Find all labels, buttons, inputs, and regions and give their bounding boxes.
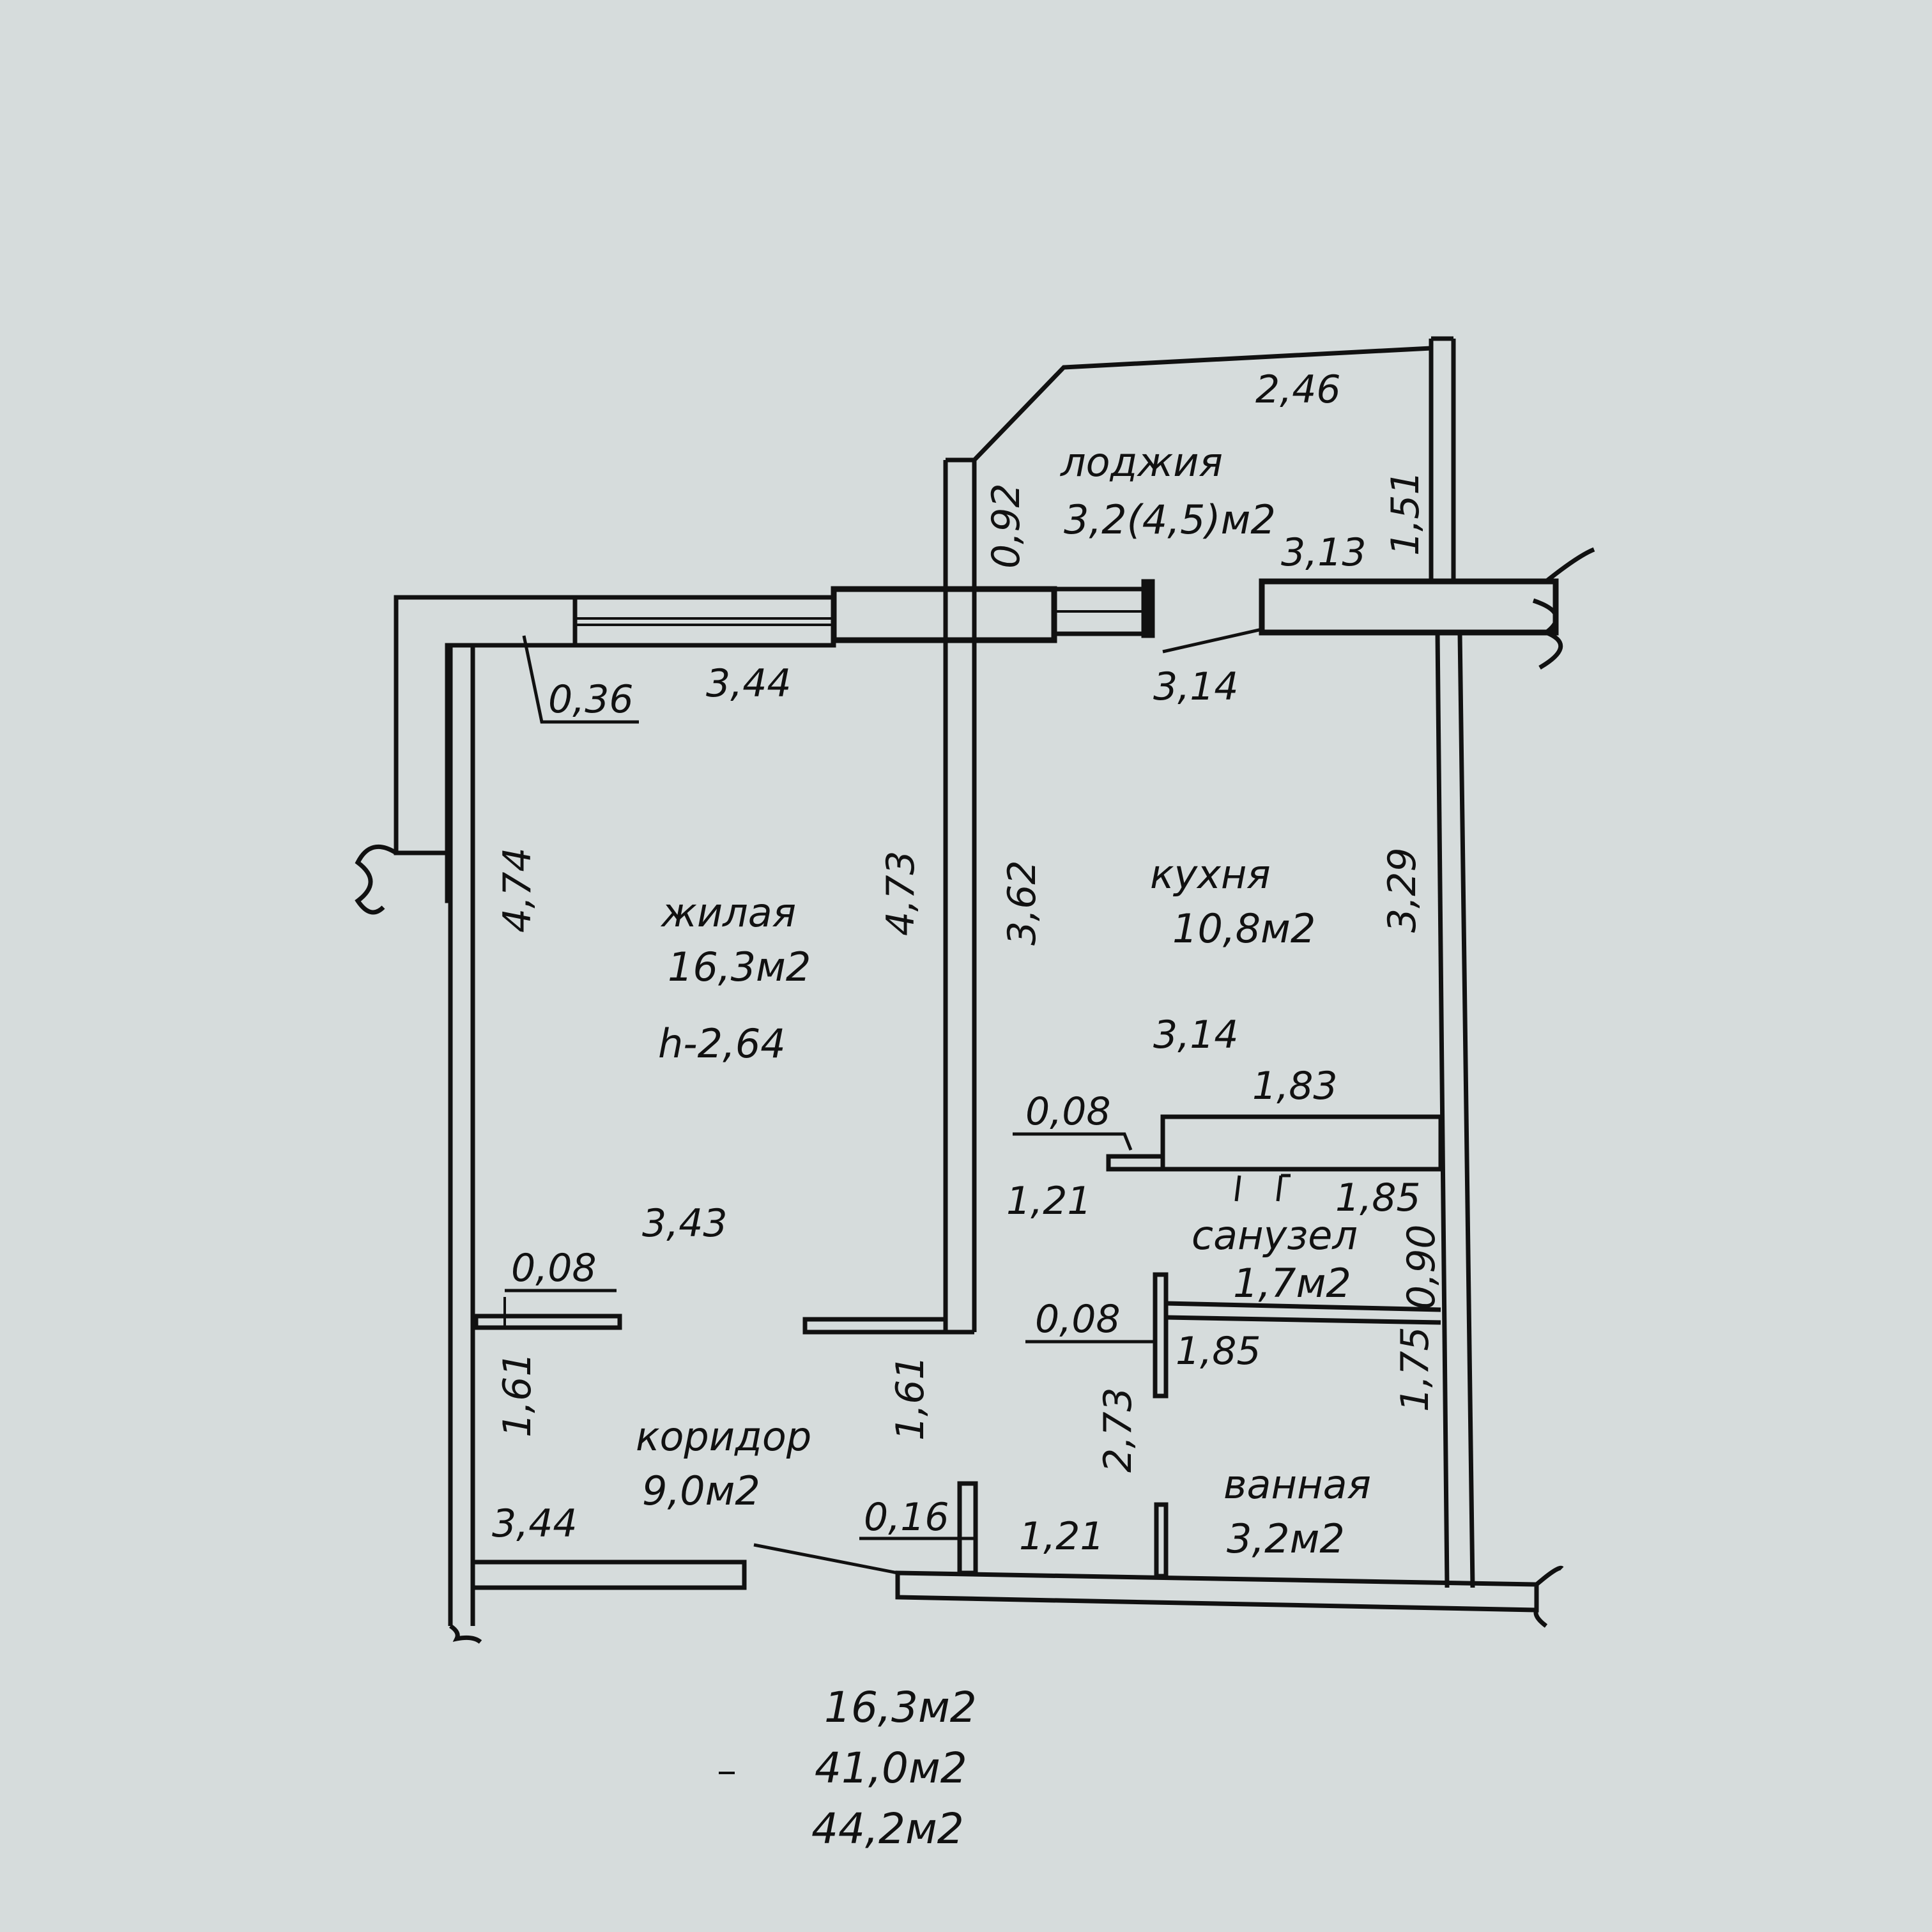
dim-loggia-right: 1,51 [1383, 470, 1428, 556]
walls [355, 336, 1595, 1644]
partition-wc-bath-a [1165, 1301, 1441, 1312]
partition-living-bottom [473, 1314, 622, 1330]
loggia-outline [972, 346, 1432, 462]
dim-loggia-top: 2,46 [1255, 367, 1341, 412]
dim-bath-top: 1,85 [1176, 1329, 1261, 1374]
outer-wall-top-left [394, 595, 575, 903]
bath-door-post-right [1154, 1502, 1169, 1579]
partition-wc-top [1160, 1114, 1443, 1172]
dim-wc-top: 1,83 [1252, 1064, 1338, 1108]
total-area: 41,0м2 [815, 1744, 967, 1793]
bath-bottom-wall [895, 1570, 1539, 1613]
wall-break-right-top [1532, 547, 1595, 670]
dim-corridor-left: 1,61 [495, 1352, 540, 1438]
wall-break-right-bottom [1533, 1565, 1564, 1628]
room-name-bath: ванная [1223, 1461, 1371, 1508]
living-door-stub [802, 1317, 974, 1335]
wall-right-b [1457, 632, 1475, 1588]
wall-break-left [355, 844, 397, 915]
total-living-area: 16,3м2 [824, 1683, 977, 1732]
wall-break-left-bottom [448, 1624, 482, 1644]
total-area-with-loggia: 44,2м2 [811, 1804, 964, 1853]
dim-loggia-bottom: 3,13 [1281, 530, 1367, 575]
room-name-corridor: коридор [636, 1413, 811, 1460]
room-area-bath: 3,2м2 [1227, 1515, 1345, 1562]
room-area-loggia: 3,2(4,5)м2 [1064, 496, 1276, 543]
dim-wc-left: 1,21 [1006, 1179, 1092, 1223]
room-name-loggia: лоджия [1060, 439, 1223, 486]
dim-kitchen-right: 3,29 [1380, 847, 1425, 933]
dim-loggia-left: 0,92 [984, 483, 1029, 569]
partition-wc-bath-b [1165, 1315, 1441, 1325]
dim-living-top: 3,44 [706, 661, 792, 706]
dim-corridor-bottom: 3,44 [492, 1501, 578, 1546]
room-name-kitchen: кухня [1150, 851, 1271, 898]
dim-kitchen-bottom: 3,14 [1153, 1013, 1239, 1057]
wall-right-a [1435, 632, 1450, 1588]
dim-living-right: 4,73 [878, 850, 923, 936]
dim-living-bottom: 3,43 [642, 1201, 728, 1246]
room-name-wc: санузел [1192, 1212, 1358, 1259]
dim-bath-left: 2,73 [1096, 1387, 1140, 1473]
outer-wall-top-left-inner [445, 643, 575, 853]
room-height-living: h-2,64 [658, 1020, 786, 1067]
dim-partition-living: 0,08 [511, 1246, 597, 1291]
dim-bath-door: 1,21 [1019, 1514, 1105, 1559]
dim-partition-wc-top: 0,08 [1025, 1089, 1111, 1134]
room-name-living: жилая [660, 889, 796, 936]
room-labels: лоджия 3,2(4,5)м2 жилая 16,3м2 h-2,64 ку… [636, 439, 1371, 1562]
leader-lines [505, 627, 1262, 1540]
dim-kitchen-left: 3,62 [1000, 860, 1045, 946]
room-area-corridor: 9,0м2 [642, 1468, 760, 1514]
dim-wc-height: 0,90 [1399, 1224, 1444, 1310]
area-totals: 16,3м2 41,0м2 44,2м2 [719, 1683, 977, 1853]
bath-door-jamb [1153, 1272, 1169, 1399]
bath-door-post-left [957, 1481, 978, 1575]
dim-bath-right: 1,75 [1393, 1326, 1438, 1412]
dimension-labels: 2,46 0,92 1,51 3,13 0,36 3,44 3,14 4,74 … [492, 367, 1444, 1559]
wall-top-right [1259, 578, 1559, 636]
dim-living-left: 4,74 [495, 847, 540, 933]
room-area-wc: 1,7м2 [1233, 1260, 1351, 1307]
corridor-bottom-wall [470, 1560, 747, 1590]
room-area-kitchen: 10,8м2 [1172, 905, 1315, 952]
window-living [572, 595, 836, 648]
dim-wc-right-top: 1,85 [1335, 1176, 1421, 1220]
entrance-door [753, 1543, 898, 1575]
dim-corridor-right: 1,61 [888, 1355, 933, 1441]
dim-wall-thickness-top: 0,36 [548, 677, 634, 722]
room-area-living: 16,3м2 [668, 944, 811, 990]
dim-kitchen-top: 3,14 [1153, 664, 1239, 709]
dim-partition-bath: 0,08 [1035, 1297, 1121, 1342]
dim-wall-thickness-bath: 0,16 [864, 1495, 949, 1540]
